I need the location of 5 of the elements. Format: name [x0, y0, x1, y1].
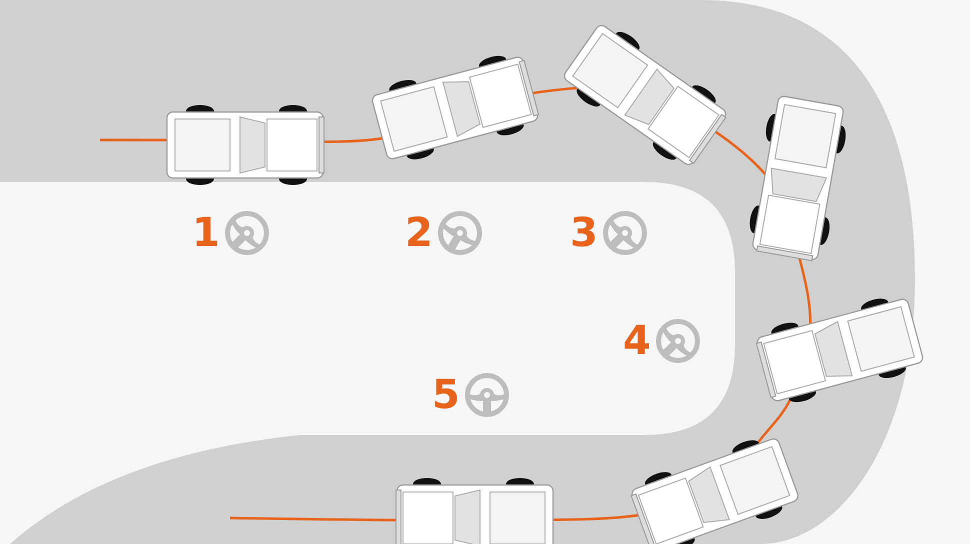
step-number: 4 — [623, 321, 651, 361]
step-number: 1 — [192, 213, 220, 253]
step-number: 5 — [432, 375, 460, 415]
step-number: 3 — [570, 213, 598, 253]
step-number: 2 — [405, 213, 433, 253]
